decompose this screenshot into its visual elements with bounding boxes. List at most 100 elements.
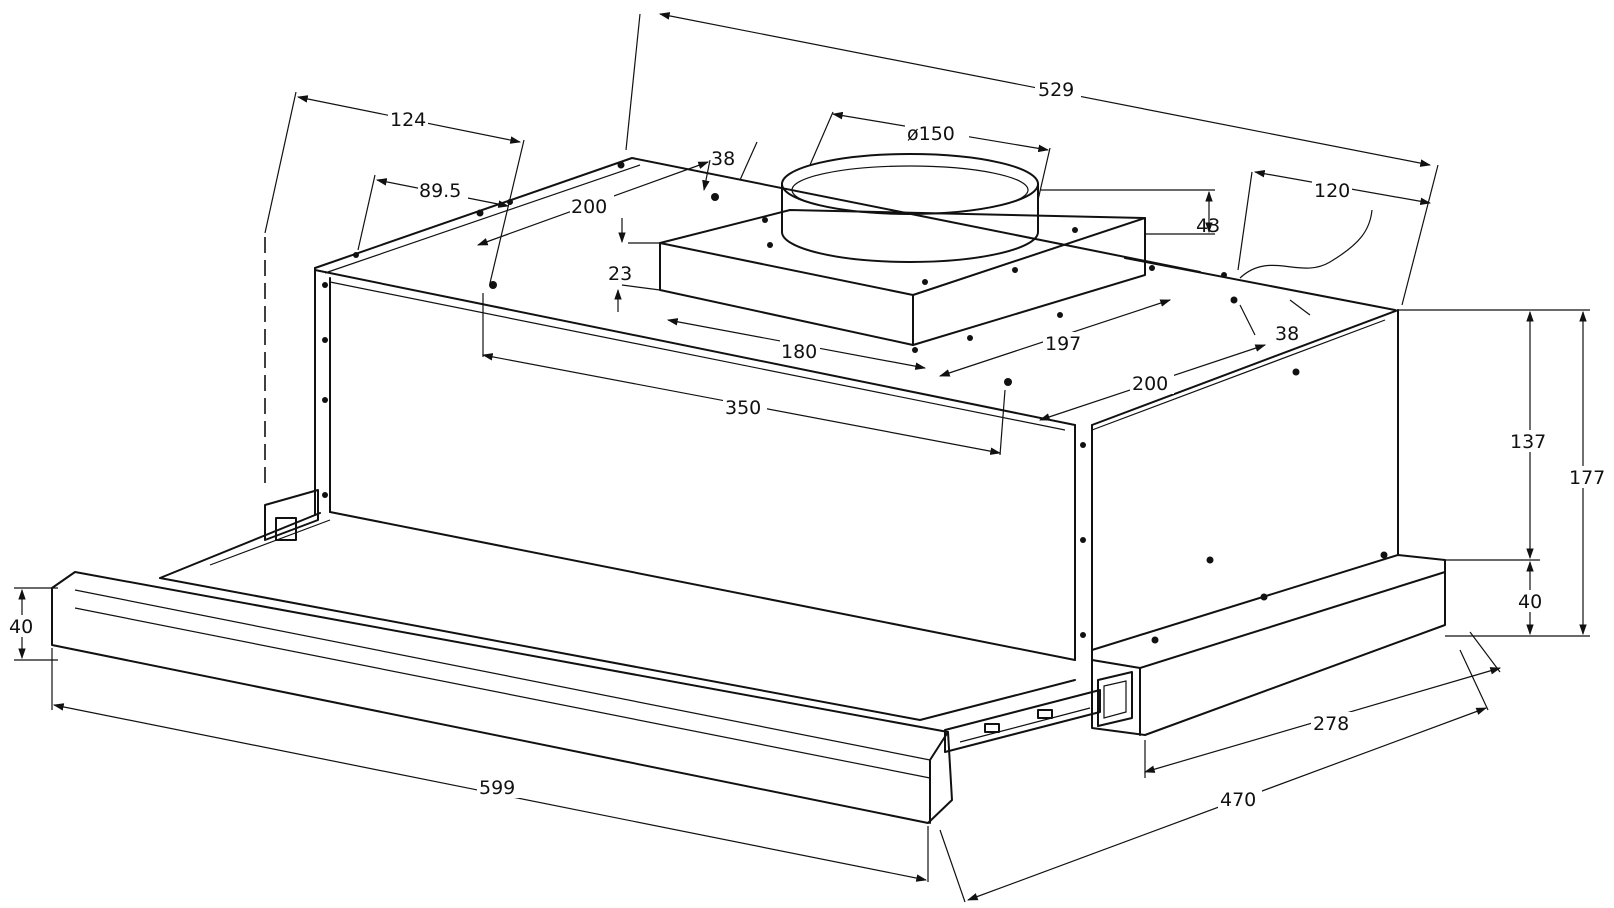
label-38-top: 38 xyxy=(711,148,735,170)
label-bg xyxy=(1035,78,1081,100)
dim-38-right-line xyxy=(1289,299,1311,316)
label-529: 529 xyxy=(1038,79,1074,101)
hole xyxy=(1149,265,1155,271)
label-bg xyxy=(8,615,38,637)
label-599: 599 xyxy=(479,777,515,799)
label-bg xyxy=(723,396,767,418)
label-40-left: 40 xyxy=(9,616,33,638)
label-120: 120 xyxy=(1314,180,1350,202)
label-278: 278 xyxy=(1313,713,1349,735)
spigot-body xyxy=(781,183,1039,263)
spigot-top-rim xyxy=(781,153,1039,215)
label-bg xyxy=(1508,430,1552,452)
hole xyxy=(322,282,328,288)
hole xyxy=(1260,593,1268,601)
hole xyxy=(322,492,328,498)
label-bg xyxy=(388,108,428,130)
hole xyxy=(1012,267,1018,273)
hole xyxy=(922,279,928,285)
slider-stop-1 xyxy=(984,723,1000,733)
hole xyxy=(1380,551,1388,559)
top-front-edge xyxy=(314,269,1076,426)
back-left-clip-slot xyxy=(275,517,297,541)
hole xyxy=(1072,227,1078,233)
break-squiggle xyxy=(1239,209,1373,279)
visor-bar-line-2 xyxy=(74,607,931,779)
duct-assembly xyxy=(659,153,1146,346)
label-124: 124 xyxy=(390,109,426,131)
hole xyxy=(1151,636,1159,644)
ext-278-right xyxy=(1469,631,1501,673)
label-bg xyxy=(1218,788,1262,810)
hole xyxy=(1080,442,1086,448)
dimension-lines xyxy=(14,12,1590,903)
label-150: ø150 xyxy=(907,123,955,145)
dimension-labels: 529 124 89.5 ø150 38 200 43 120 23 180 1… xyxy=(8,78,1612,811)
ext-89-5-left xyxy=(357,174,376,251)
ext-470-right xyxy=(1459,649,1489,711)
hole xyxy=(322,337,328,343)
base-box xyxy=(1091,554,1446,736)
hole xyxy=(1080,537,1086,543)
hole xyxy=(617,161,625,169)
hole xyxy=(1221,272,1227,278)
ext-120-left xyxy=(1237,171,1253,271)
ext-529-right xyxy=(1401,164,1439,306)
hole xyxy=(762,217,768,223)
label-38-right: 38 xyxy=(1275,323,1299,345)
label-350: 350 xyxy=(725,397,761,419)
hole xyxy=(767,242,773,248)
label-470: 470 xyxy=(1220,789,1256,811)
label-180: 180 xyxy=(781,341,817,363)
front-face-bottom xyxy=(329,511,1076,661)
visor-bar-end xyxy=(929,731,949,824)
hole xyxy=(489,281,497,289)
label-bg xyxy=(1312,180,1352,202)
ext-470-left xyxy=(939,829,966,903)
ext-124-left xyxy=(264,91,297,234)
visor-bar xyxy=(51,571,953,824)
back-left-clip xyxy=(264,489,319,541)
label-137: 137 xyxy=(1510,431,1546,453)
base-box-top-edge xyxy=(1091,571,1446,669)
tray-front-edge xyxy=(159,577,1076,721)
ext-150-right xyxy=(1037,147,1051,201)
slider-rail xyxy=(944,689,1101,753)
label-40-right: 40 xyxy=(1518,591,1542,613)
label-200-left: 200 xyxy=(571,196,607,218)
top-front-edge-inner xyxy=(329,281,1066,431)
hole xyxy=(1292,368,1300,376)
top-left-rail-inner xyxy=(324,164,641,274)
ext-529-left xyxy=(625,13,641,151)
tray-inner-line xyxy=(209,519,331,566)
hole xyxy=(1004,378,1012,386)
label-bg xyxy=(477,776,521,798)
label-23: 23 xyxy=(608,263,632,285)
right-clip-slot-inner xyxy=(1103,680,1127,719)
slider-stop-2 xyxy=(1037,709,1053,719)
front-visor xyxy=(51,512,1101,824)
hole xyxy=(1057,312,1063,318)
hole xyxy=(353,252,359,258)
ext-38-right xyxy=(1239,304,1256,336)
top-back-edge xyxy=(1124,257,1396,311)
label-bg xyxy=(905,122,969,144)
label-177: 177 xyxy=(1569,467,1605,489)
label-43: 43 xyxy=(1196,215,1220,237)
label-bg xyxy=(1517,590,1545,612)
label-bg xyxy=(1130,372,1174,394)
mounting-holes xyxy=(322,161,1388,644)
hole xyxy=(967,335,973,341)
label-89-5: 89.5 xyxy=(419,180,461,202)
hole xyxy=(1080,632,1086,638)
ext-150-left xyxy=(809,111,834,166)
tray-left-edge xyxy=(159,512,321,579)
hole xyxy=(1230,296,1238,304)
right-clip-slot xyxy=(1097,671,1133,727)
label-197: 197 xyxy=(1045,333,1081,355)
ext-350-right xyxy=(999,389,1006,456)
hole xyxy=(322,397,328,403)
ext-23-bottom xyxy=(621,284,661,291)
